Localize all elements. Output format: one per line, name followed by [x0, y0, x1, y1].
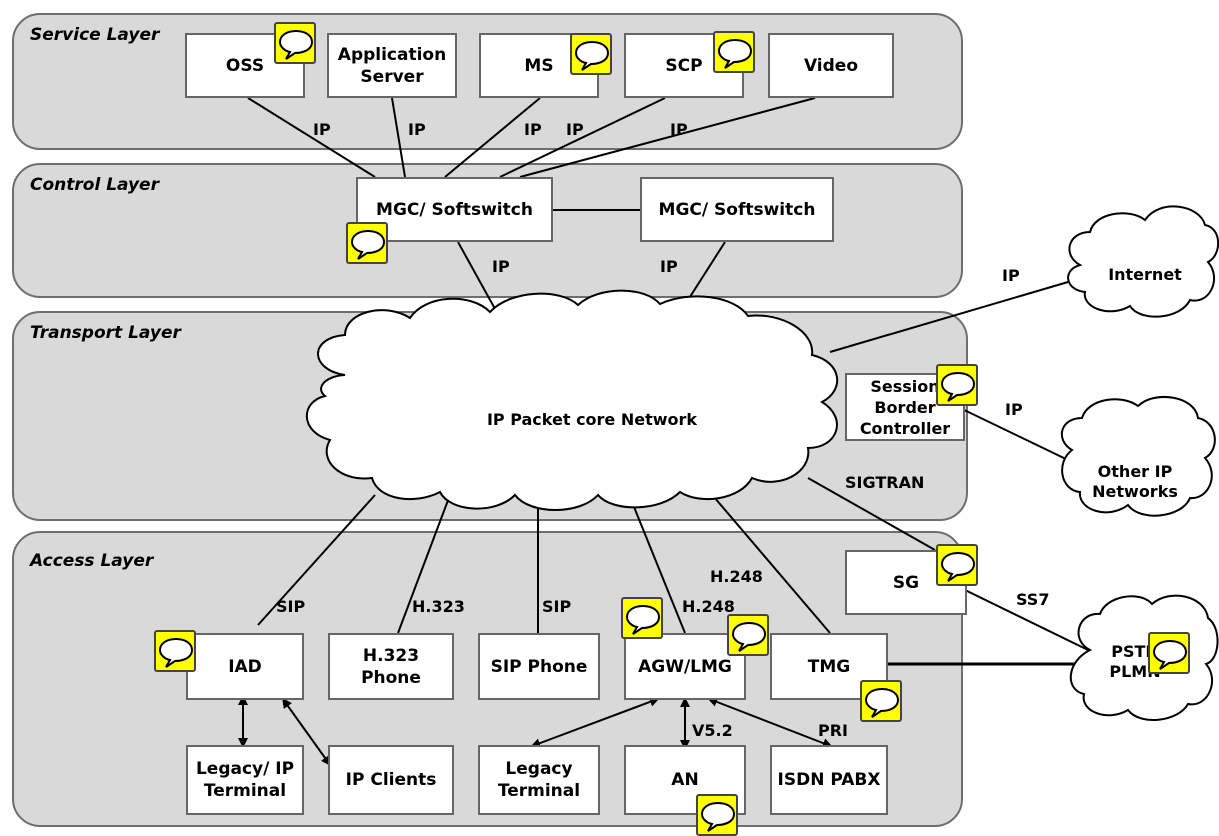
core-network-label: IP Packet core Network [486, 410, 698, 429]
label-sip-iad: SIP [276, 597, 306, 616]
node-sip-phone[interactable]: SIP Phone [478, 633, 600, 700]
comment-icon[interactable] [274, 22, 316, 64]
pstn-cloud [1069, 594, 1219, 722]
label-pri: PRI [818, 721, 848, 740]
label-ip-scp: IP [566, 120, 584, 139]
node-video[interactable]: Video [768, 33, 894, 98]
other-ip-label: Other IP Networks [1092, 462, 1178, 501]
link-iad-ipclients [282, 697, 331, 767]
node-agw-lmg[interactable]: AGW/LMG [624, 633, 746, 700]
link-core-tmg [713, 496, 831, 634]
comment-icon[interactable] [346, 222, 388, 264]
link-core-sg [807, 477, 936, 551]
link-ms-mgc [444, 97, 541, 178]
internet-label: Internet [1108, 265, 1182, 284]
label-ip-ms: IP [524, 120, 542, 139]
label-ip-mgc2: IP [660, 257, 678, 276]
transport-layer-title: Transport Layer [30, 323, 181, 343]
comment-icon[interactable] [727, 614, 769, 656]
label-ip-app-server: IP [408, 120, 426, 139]
link-core-iad [257, 494, 376, 626]
comment-icon[interactable] [860, 680, 902, 722]
pstn-label: PSTN PLMN [1109, 642, 1161, 681]
service-layer-title: Service Layer [30, 25, 160, 45]
link-as-mgc [391, 97, 406, 178]
link-sg-pstn [964, 589, 1089, 651]
link-core-agw [631, 501, 686, 634]
other-ip-cloud [1060, 395, 1216, 517]
comment-icon[interactable] [936, 544, 978, 586]
link-core-internet [829, 281, 1069, 353]
label-sigtran: SIGTRAN [845, 473, 925, 492]
node-application-server[interactable]: Application Server [327, 33, 457, 98]
label-ip-video: IP [670, 120, 688, 139]
node-h323-phone[interactable]: H.323 Phone [328, 633, 454, 700]
node-legacy-ip-terminal[interactable]: Legacy/ IP Terminal [186, 745, 304, 815]
access-layer-title: Access Layer [30, 551, 154, 571]
link-video-mgc [519, 97, 816, 178]
node-mgc-softswitch-1[interactable]: MGC/ Softswitch [356, 177, 553, 242]
node-legacy-terminal[interactable]: Legacy Terminal [478, 745, 600, 815]
control-layer-title: Control Layer [30, 175, 159, 195]
comment-icon[interactable] [713, 31, 755, 73]
comment-icon[interactable] [696, 794, 738, 836]
link-oss-mgc [247, 97, 376, 178]
link-core-h323 [397, 494, 451, 634]
label-ip-internet: IP [1002, 266, 1020, 285]
link-agw-legacy [530, 697, 660, 748]
internet-cloud [1067, 205, 1219, 318]
label-sip-phone: SIP [542, 597, 572, 616]
label-h248-agw: H.248 [682, 597, 735, 616]
label-v52: V5.2 [692, 721, 733, 740]
node-ip-clients[interactable]: IP Clients [328, 745, 454, 815]
core-network-cloud [305, 289, 839, 511]
label-h323: H.323 [412, 597, 465, 616]
comment-icon[interactable] [621, 597, 663, 639]
link-sbc-otherip [957, 406, 1069, 461]
label-ip-mgc1: IP [492, 257, 510, 276]
label-h248-tmg: H.248 [710, 567, 763, 586]
node-mgc-softswitch-2[interactable]: MGC/ Softswitch [640, 177, 834, 242]
comment-icon[interactable] [154, 630, 196, 672]
link-agw-isdn [707, 697, 833, 748]
node-isdn-pabx[interactable]: ISDN PABX [770, 745, 888, 815]
link-scp-mgc [499, 97, 666, 178]
comment-icon[interactable] [936, 364, 978, 406]
node-iad[interactable]: IAD [186, 633, 304, 700]
label-ss7: SS7 [1016, 590, 1050, 609]
comment-icon[interactable] [570, 33, 612, 75]
label-ip-other: IP [1005, 400, 1023, 419]
label-ip-oss: IP [313, 120, 331, 139]
comment-icon[interactable] [1148, 632, 1190, 674]
